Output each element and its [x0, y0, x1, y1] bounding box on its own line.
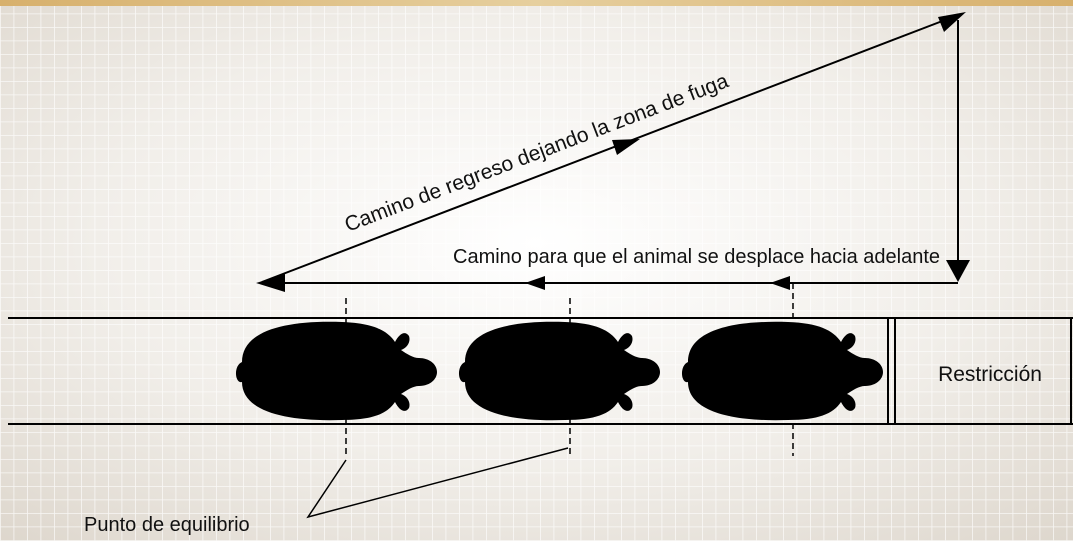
balance-point-label: Punto de equilibrio — [84, 514, 250, 536]
forward-arrowhead-2 — [770, 276, 790, 290]
vertical-arrowhead — [946, 260, 970, 282]
restriction-label: Restricción — [938, 363, 1042, 386]
return-arrowhead-end — [938, 12, 966, 32]
forward-path-label: Camino para que el animal se desplace ha… — [453, 246, 940, 268]
restriction-box — [887, 317, 1072, 425]
balance-point-pointer — [306, 447, 569, 519]
top-frame-band — [0, 0, 1073, 6]
return-arrowhead-mid — [612, 139, 640, 155]
animal-2 — [458, 321, 660, 421]
forward-arrowhead-end — [256, 274, 285, 292]
forward-arrowhead-1 — [525, 276, 545, 290]
animal-3 — [681, 321, 883, 421]
return-path-line — [261, 19, 946, 283]
animal-1 — [235, 321, 437, 421]
